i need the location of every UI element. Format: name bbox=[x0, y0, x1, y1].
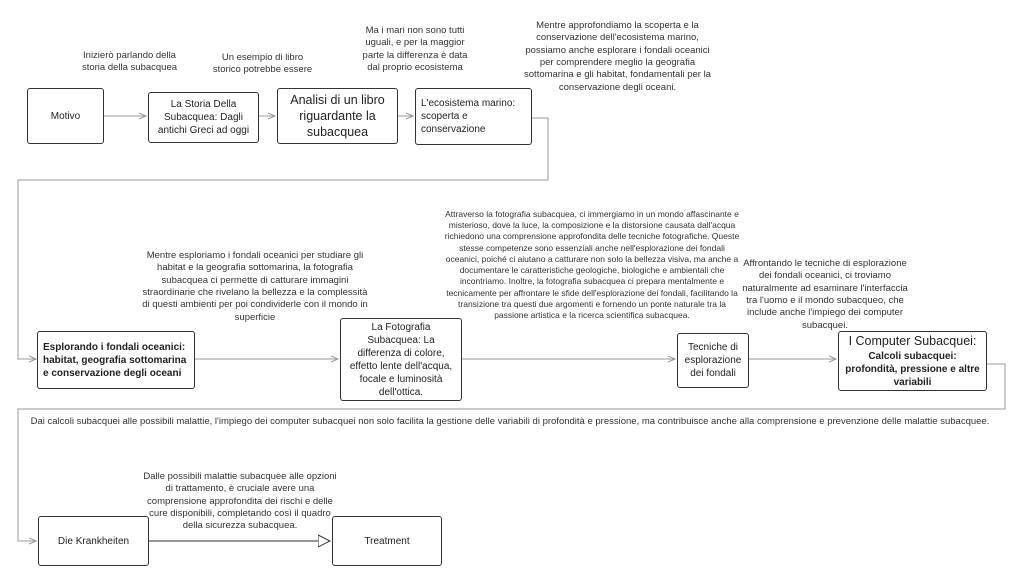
node-computer[interactable]: I Computer Subacquei: Calcoli subacquei:… bbox=[838, 331, 987, 391]
node-ecosistema[interactable]: L'ecosistema marino: scoperta e conserva… bbox=[415, 88, 532, 145]
node-motivo-label: Motivo bbox=[50, 110, 81, 122]
note-mari: Ma i mari non sono tutti uguali, e per l… bbox=[362, 25, 468, 74]
node-esplorando-label: Esplorando i fondali oceanici: habitat, … bbox=[43, 341, 187, 379]
node-motivo[interactable]: Motivo bbox=[27, 88, 104, 144]
node-fotografia-label: La Fotografia Subacquea: La differenza d… bbox=[349, 321, 453, 398]
note-affrontando: Affrontando le tecniche di esplorazione … bbox=[742, 258, 908, 331]
note-attraverso: Attraverso la fotografia subacquea, ci i… bbox=[444, 209, 740, 320]
node-tecniche-label: Tecniche di esplorazione dei fondali bbox=[684, 342, 742, 379]
note-calcoli: Dai calcoli subacquei alle possibili mal… bbox=[30, 416, 990, 427]
node-computer-subtitle: Calcoli subacquei: profondità, pressione… bbox=[845, 350, 980, 388]
node-treatment[interactable]: Treatment bbox=[332, 516, 442, 566]
node-esplorando[interactable]: Esplorando i fondali oceanici: habitat, … bbox=[37, 331, 195, 389]
node-storia-label: La Storia Della Subacquea: Dagli antichi… bbox=[157, 99, 250, 136]
node-computer-content: I Computer Subacquei: Calcoli subacquei:… bbox=[844, 333, 981, 388]
node-treatment-label: Treatment bbox=[364, 535, 410, 547]
node-storia[interactable]: La Storia Della Subacquea: Dagli antichi… bbox=[148, 92, 259, 143]
note-storia: Inizierò parlando della storia della sub… bbox=[81, 50, 178, 74]
node-computer-title: I Computer Subacquei: bbox=[848, 334, 977, 349]
node-analisi-label: Analisi di un libro riguardante la subac… bbox=[290, 92, 385, 140]
node-krankheiten[interactable]: Die Krankheiten bbox=[38, 516, 149, 566]
node-ecosistema-label: L'ecosistema marino: scoperta e conserva… bbox=[421, 98, 516, 135]
node-analisi[interactable]: Analisi di un libro riguardante la subac… bbox=[277, 88, 398, 144]
node-tecniche[interactable]: Tecniche di esplorazione dei fondali bbox=[677, 333, 749, 388]
note-analisi: Un esempio di libro storico potrebbe ess… bbox=[212, 52, 313, 76]
node-krankheiten-label: Die Krankheiten bbox=[57, 535, 130, 547]
note-malattie: Dalle possibili malattie subacquee alle … bbox=[143, 471, 337, 532]
note-approfondiamo: Mentre approfondiamo la scoperta e la co… bbox=[524, 20, 711, 93]
node-fotografia[interactable]: La Fotografia Subacquea: La differenza d… bbox=[340, 318, 462, 401]
note-esploriamo: Mentre esploriamo i fondali oceanici per… bbox=[142, 250, 368, 323]
